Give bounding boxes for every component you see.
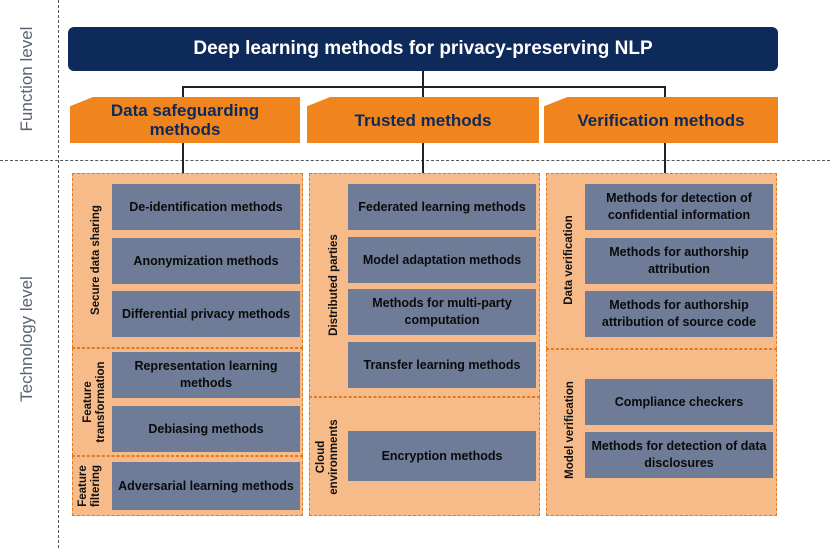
item-authorship-attribution: Methods for authorship attribution (585, 238, 773, 284)
group-label: Model verification (564, 381, 576, 479)
category-label: Data safeguarding methods (110, 101, 260, 139)
item-de-identification: De-identification methods (112, 184, 300, 230)
connector-col2 (422, 143, 424, 173)
item-federated-learning: Federated learning methods (348, 184, 536, 230)
level-axis-line (58, 0, 59, 548)
item-detection-confidential: Methods for detection of confidential in… (585, 184, 773, 230)
item-authorship-source-code: Methods for authorship attribution of so… (585, 291, 773, 337)
technology-level-label: Technology level (17, 276, 36, 402)
item-transfer-learning: Transfer learning methods (348, 342, 536, 388)
item-compliance-checkers: Compliance checkers (585, 379, 773, 425)
group-label: Feature transformation (82, 361, 107, 443)
item-anonymization: Anonymization methods (112, 238, 300, 284)
level-separator (0, 160, 830, 161)
function-level-label: Function level (17, 26, 36, 132)
group-label: Data verification (563, 215, 575, 305)
group-label: Distributed parties (328, 234, 340, 336)
item-debiasing: Debiasing methods (112, 406, 300, 452)
connector-col3 (664, 143, 666, 173)
category-trusted: Trusted methods (307, 97, 539, 143)
category-data-safeguarding: Data safeguarding methods (70, 97, 300, 143)
connector-col1 (182, 143, 184, 173)
item-model-adaptation: Model adaptation methods (348, 237, 536, 283)
category-verification: Verification methods (544, 97, 778, 143)
connector-branch (182, 86, 664, 88)
group-label: Cloud environments (315, 419, 340, 495)
item-differential-privacy: Differential privacy methods (112, 291, 300, 337)
item-multi-party-computation: Methods for multi-party computation (348, 289, 536, 335)
connector-cat3 (664, 86, 666, 98)
item-representation-learning: Representation learning methods (112, 352, 300, 398)
item-detection-data-disclosures: Methods for detection of data disclosure… (585, 432, 773, 478)
connector-cat1 (182, 86, 184, 98)
item-adversarial-learning: Adversarial learning methods (112, 462, 300, 510)
group-label: Secure data sharing (90, 205, 102, 315)
diagram-title: Deep learning methods for privacy-preser… (68, 27, 778, 71)
category-label: Verification methods (577, 110, 745, 130)
connector-title-down (422, 71, 424, 97)
item-encryption: Encryption methods (348, 431, 536, 481)
group-label: Feature filtering (77, 464, 102, 508)
category-label: Trusted methods (354, 110, 492, 130)
